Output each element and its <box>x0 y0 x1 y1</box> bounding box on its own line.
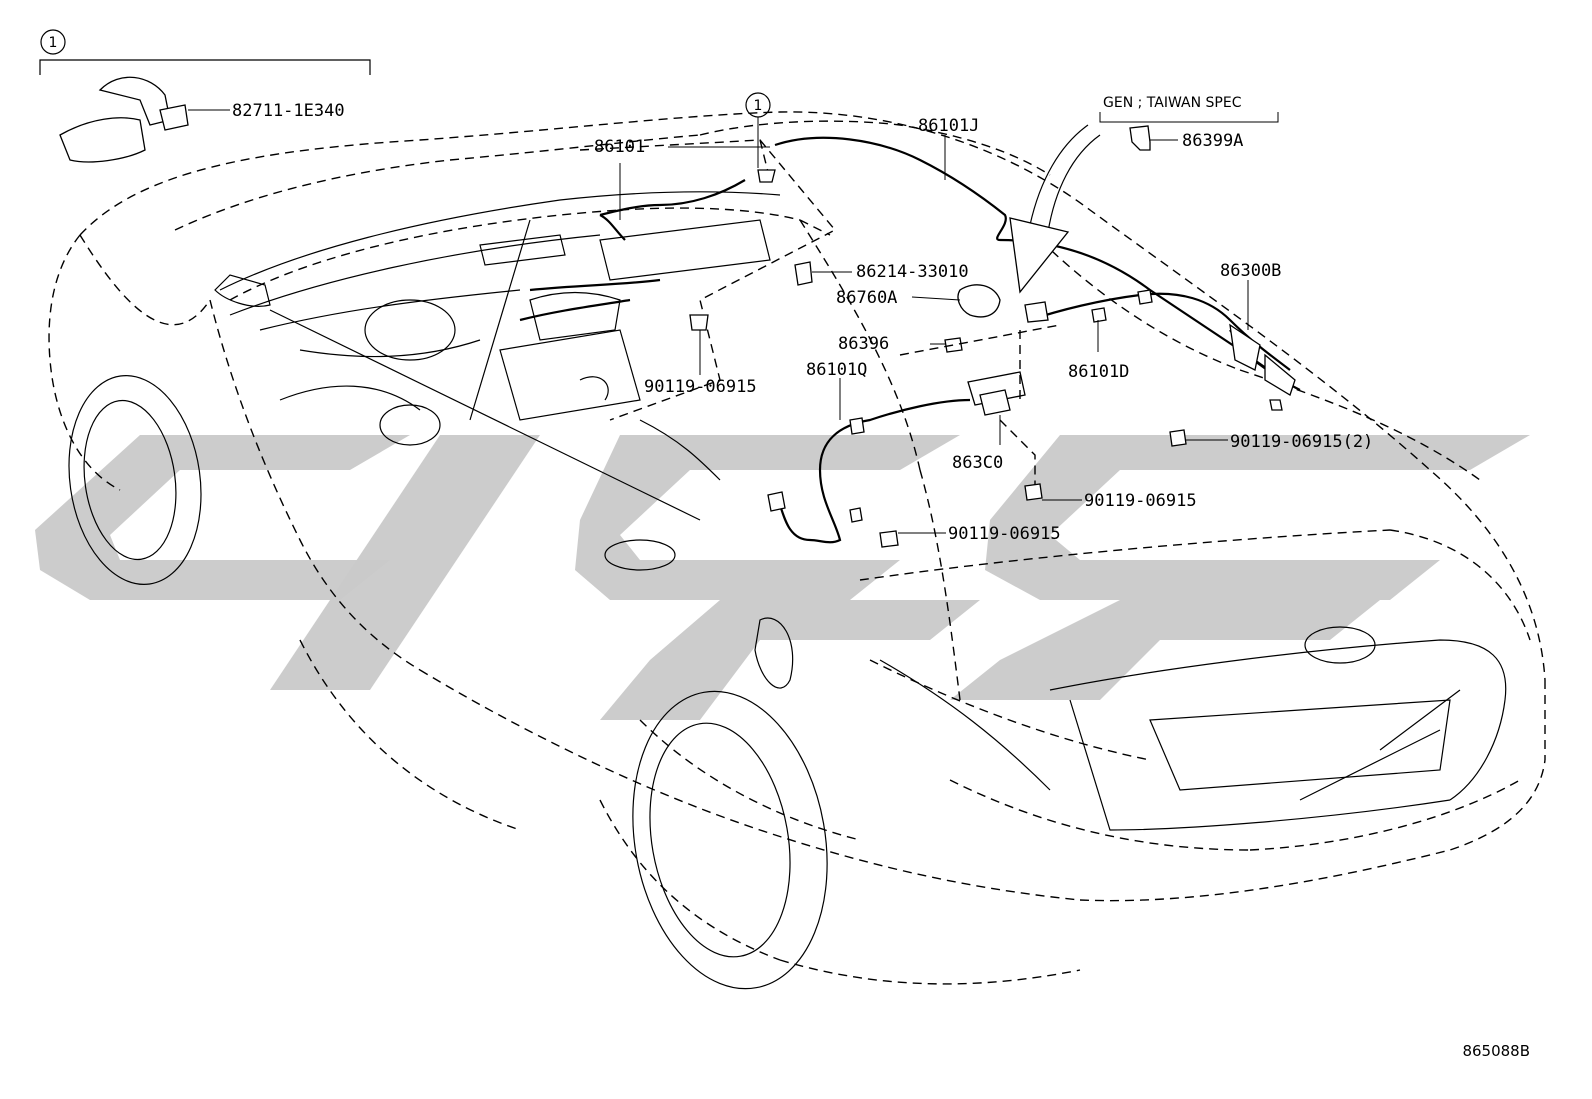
ref-marker-car: 1 <box>754 98 763 114</box>
label-gen-taiwan-spec: GEN ; TAIWAN SPEC <box>1103 95 1242 111</box>
rear-wheel <box>632 690 828 990</box>
label-86214-33010: 86214-33010 <box>856 262 969 282</box>
label-86396: 86396 <box>838 334 889 354</box>
label-90119-06915-2: 90119-06915(2) <box>1230 432 1373 452</box>
label-86300b: 86300B <box>1220 261 1281 281</box>
interior-dashboard <box>214 191 781 571</box>
ref-marker-inset: 1 <box>49 35 58 51</box>
ref-marker-circle-inset <box>40 29 66 55</box>
label-863c0: 863C0 <box>952 453 1003 473</box>
location-arrow <box>1009 124 1101 294</box>
label-90119-06915-dash: 90119-06915 <box>644 377 757 397</box>
front-wheel <box>68 375 202 585</box>
label-86101j: 86101J <box>918 116 979 136</box>
label-86760a: 86760A <box>836 288 897 308</box>
diagram-id: 865088B <box>1462 1042 1530 1060</box>
label-82711-1e340: 82711-1E340 <box>232 101 345 121</box>
watermark-logo <box>35 435 1530 720</box>
leader-lines <box>188 109 1279 534</box>
component-glyphs <box>689 125 1296 548</box>
label-90119-06915-rear: 90119-06915 <box>1084 491 1197 511</box>
label-86101d: 86101D <box>1068 362 1129 382</box>
label-86399a: 86399A <box>1182 131 1243 151</box>
car-body-outline <box>48 111 1546 985</box>
label-86101q: 86101Q <box>806 360 867 380</box>
rear-end-details <box>754 617 1507 831</box>
callout-labels: 1 1 82711-1E340 86101 86101J GEN ; TAIWA… <box>49 35 1530 1060</box>
label-90119-06915-mid: 90119-06915 <box>948 524 1061 544</box>
inset-detail <box>39 29 371 163</box>
label-86101: 86101 <box>594 137 645 157</box>
